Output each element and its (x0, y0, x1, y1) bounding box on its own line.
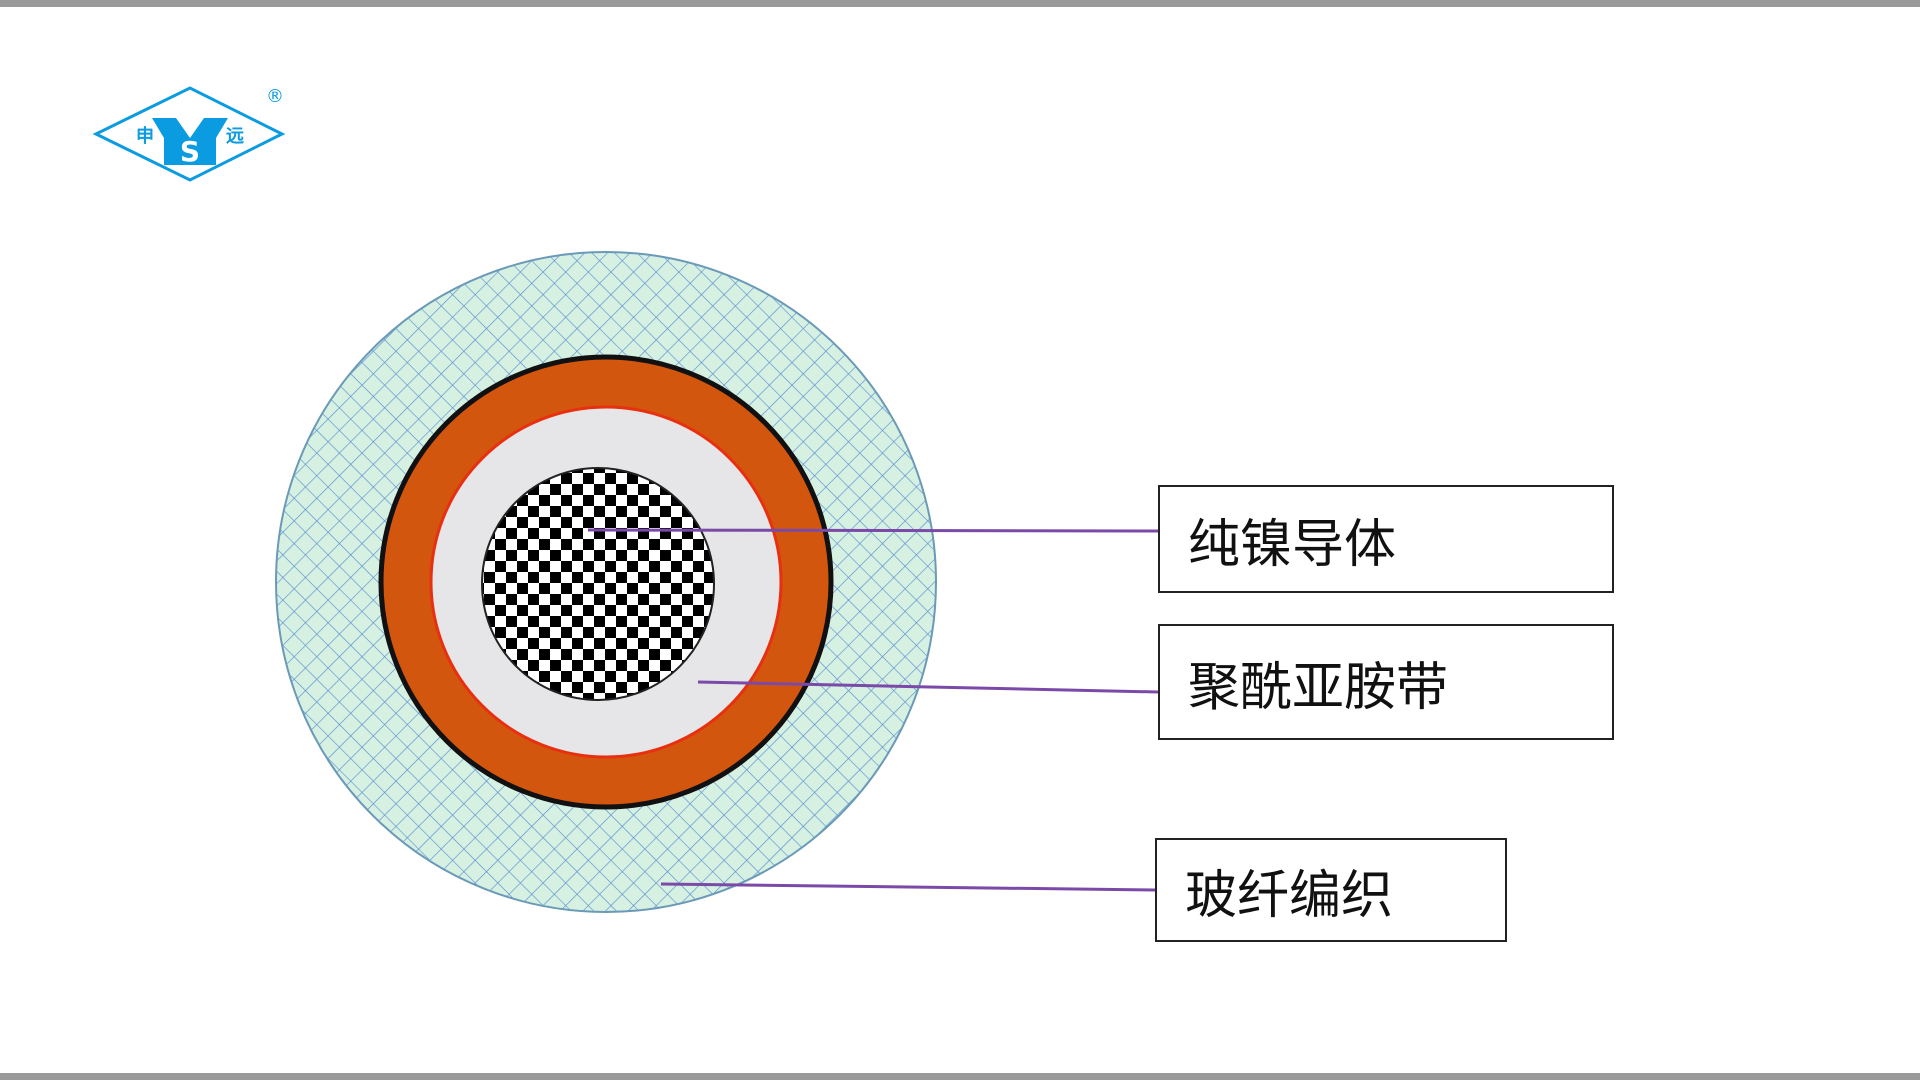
logo-y-shape (152, 118, 228, 165)
logo-right-char: 远 (226, 126, 244, 147)
label-nickel-conductor: 纯镍导体 (1158, 485, 1614, 593)
top-border (0, 0, 1920, 7)
bottom-border (0, 1073, 1920, 1080)
label-polyimide-tape: 聚酰亚胺带 (1158, 624, 1614, 740)
label-glass-fiber-braid: 玻纤编织 (1155, 838, 1507, 942)
logo: S 申 远 ® (92, 86, 286, 182)
nickel-conductor (481, 467, 715, 701)
logo-registered: ® (266, 86, 284, 107)
logo-s: S (180, 135, 200, 168)
leader-line-conductor (587, 528, 1159, 533)
logo-left-char: 申 (136, 125, 154, 147)
leader-line-polyimide (697, 680, 1159, 694)
leader-line-braid (660, 882, 1156, 892)
